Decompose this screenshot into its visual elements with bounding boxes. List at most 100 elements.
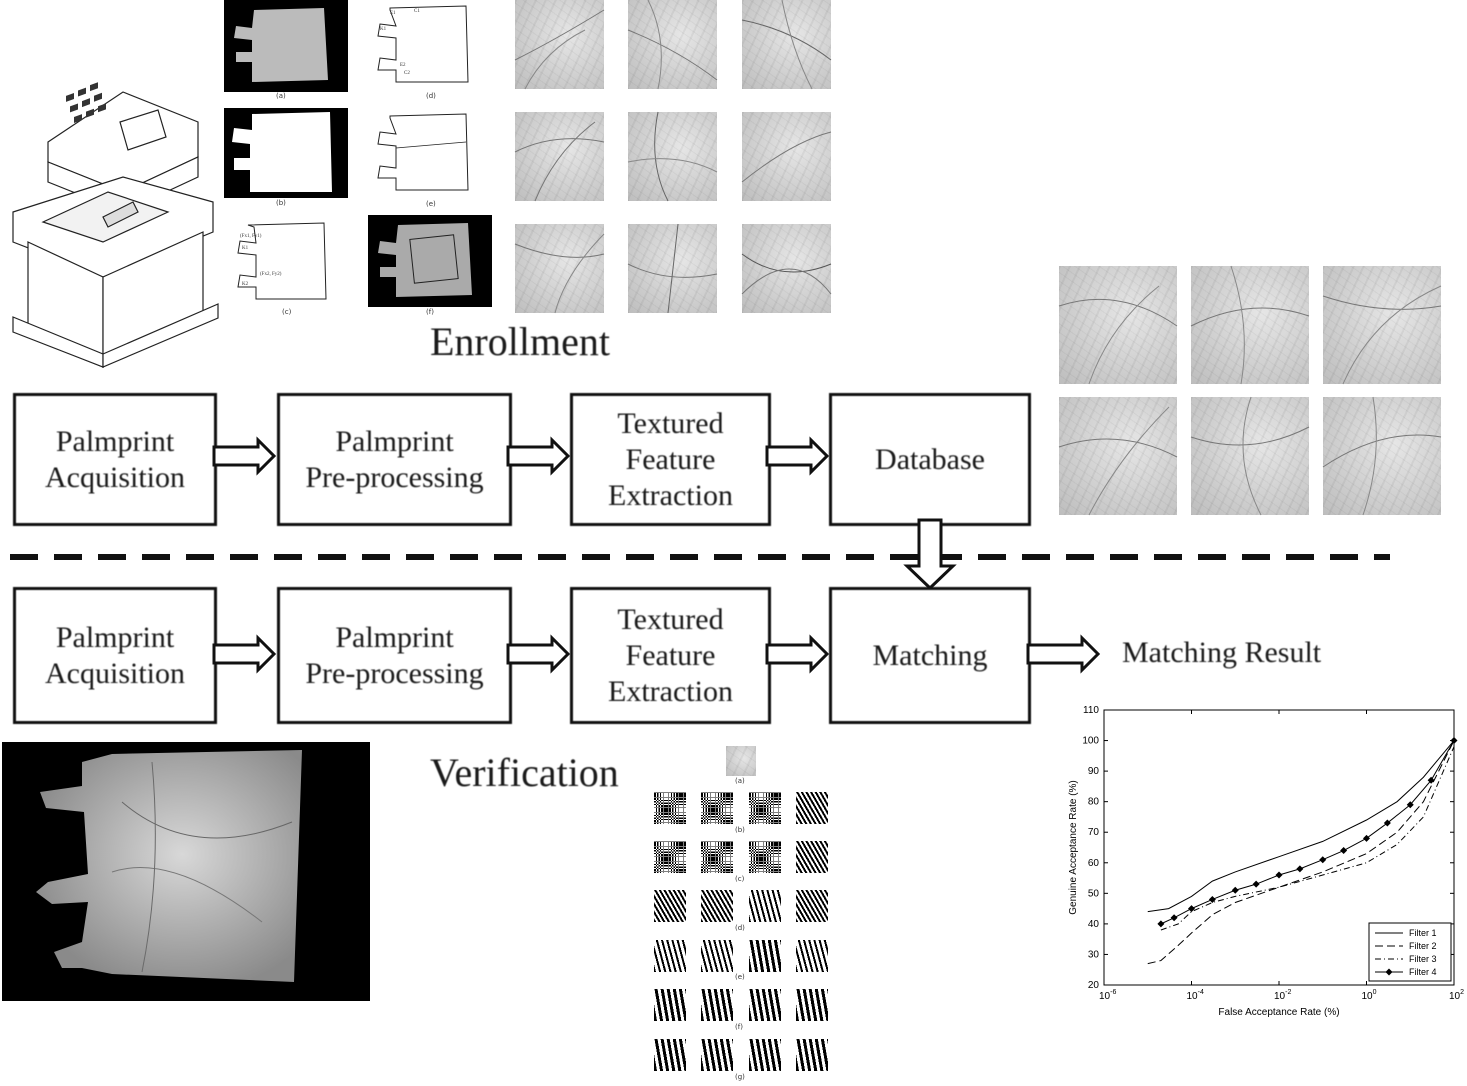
filter-response-c	[749, 841, 781, 873]
x-tick-label: 10-2	[1274, 989, 1291, 1002]
contour-label-d-k1: K1	[380, 27, 387, 32]
box-line: Textured	[617, 602, 724, 636]
preprocess-caption-b: (b)	[276, 199, 286, 207]
box-line: Textured	[617, 406, 724, 440]
legend-label: Filter 2	[1409, 941, 1437, 951]
data-point-filter-4	[1188, 905, 1195, 913]
x-tick-label: 10-6	[1099, 989, 1116, 1002]
flow-arrow-icon	[765, 436, 830, 476]
preprocess-caption-c: (c)	[282, 308, 292, 316]
data-point-filter-4	[1319, 856, 1327, 864]
filter-caption-a: (a)	[735, 777, 745, 785]
contour-label-c-e1: (Fx1, Fy1)	[240, 234, 262, 239]
data-point-filter-4	[1231, 886, 1239, 894]
contour-label-d-e2: E2	[400, 63, 406, 68]
box-line: Acquisition	[45, 656, 185, 690]
preprocess-caption-e: (e)	[426, 200, 436, 208]
enrollment-verification-separator	[10, 554, 1390, 560]
data-point-filter-4	[1170, 914, 1178, 922]
flow-arrow-icon	[506, 634, 571, 674]
box-line: Extraction	[608, 674, 733, 708]
y-tick-label: 40	[1088, 919, 1100, 930]
down-arrow-icon	[903, 518, 957, 591]
enrollment-feature-box: Textured Feature Extraction	[570, 393, 771, 526]
matching-result-label: Matching Result	[1122, 636, 1322, 669]
filter-response-d	[654, 890, 686, 922]
filter-response-f	[749, 989, 781, 1021]
box-line: Database	[875, 442, 985, 476]
filter-response-d	[749, 890, 781, 922]
filter-response-b	[654, 792, 686, 824]
filter-response-d	[796, 890, 828, 922]
box-line: Matching	[872, 638, 988, 672]
x-tick-label: 102	[1449, 989, 1464, 1002]
box-line: Palmprint	[335, 620, 454, 654]
filter-response-e	[654, 940, 686, 972]
filter-response-c	[796, 841, 828, 873]
palm-roi-thumb	[627, 223, 718, 314]
y-tick-label: 30	[1088, 949, 1100, 960]
verification-preprocessing-box: Palmprint Pre-processing	[277, 587, 512, 724]
flow-arrow-icon	[212, 436, 277, 476]
filter-response-b	[701, 792, 733, 824]
palm-roi-thumb	[514, 224, 605, 314]
data-point-filter-4	[1383, 819, 1391, 827]
y-tick-label: 90	[1088, 766, 1100, 777]
filter-caption-c: (c)	[735, 875, 745, 883]
x-tick-label: 10-4	[1187, 989, 1204, 1002]
filter-response-f	[701, 989, 733, 1021]
data-point-filter-4	[1450, 737, 1458, 745]
box-line: Acquisition	[45, 460, 185, 494]
filter-caption-b: (b)	[735, 826, 745, 834]
preprocess-panel-a	[224, 0, 348, 92]
data-point-filter-4	[1275, 871, 1283, 879]
contour-label-d-c2: C2	[404, 71, 410, 76]
palm-roi-thumb	[627, 0, 718, 90]
enrollment-label: Enrollment	[430, 319, 610, 364]
palmprint-device-illustration	[12, 82, 219, 368]
flow-arrow-icon	[212, 634, 277, 674]
enrollment-acquisition-box: Palmprint Acquisition	[13, 393, 217, 526]
legend-marker	[1385, 968, 1393, 976]
filter-caption-d: (d)	[735, 924, 745, 932]
palm-roi-thumb	[1322, 266, 1442, 385]
y-axis-label: Genuine Acceptance Rate (%)	[1068, 780, 1079, 915]
preprocess-panel-d: E1 C1 K1 E2 C2	[370, 0, 470, 90]
palm-roi-thumb	[741, 112, 832, 201]
preprocess-panel-e	[370, 108, 470, 198]
y-tick-label: 80	[1088, 797, 1100, 808]
y-tick-label: 50	[1088, 888, 1100, 899]
filter-response-e	[796, 940, 828, 972]
filter-response-g	[796, 1039, 828, 1071]
palm-roi-thumb	[1058, 266, 1178, 385]
enrollment-preprocessing-box: Palmprint Pre-processing	[277, 393, 512, 526]
palm-roi-thumb	[514, 0, 605, 90]
contour-label-d-e1: E1	[390, 11, 396, 16]
database-box: Database	[829, 393, 1031, 526]
data-point-filter-4	[1363, 834, 1370, 842]
verification-acquisition-box: Palmprint Acquisition	[13, 587, 217, 724]
palm-roi-thumb	[741, 0, 832, 90]
preprocess-caption-f: (f)	[426, 308, 434, 316]
palm-roi-thumb	[1322, 396, 1442, 516]
filter-response-c	[701, 841, 733, 873]
y-tick-label: 110	[1083, 705, 1099, 716]
series-line-filter-2	[1147, 740, 1455, 965]
palm-roi-thumb	[627, 111, 718, 202]
preprocess-caption-a: (a)	[276, 92, 286, 100]
palm-roi-thumb	[1190, 396, 1310, 516]
verification-label: Verification	[430, 750, 619, 795]
filter-caption-g: (g)	[735, 1073, 745, 1081]
filter-caption-e: (e)	[735, 973, 745, 981]
y-tick-label: 20	[1088, 980, 1100, 991]
flow-arrow-icon	[1026, 634, 1101, 674]
filter-response-b	[796, 792, 828, 824]
data-point-filter-4	[1208, 895, 1216, 903]
filter-response-b	[749, 792, 781, 824]
data-point-filter-4	[1340, 847, 1348, 855]
flow-arrow-icon	[506, 436, 571, 476]
preprocess-panel-c: (Fx1, Fy1) (Fx2, Fy2) K1 K2	[226, 215, 350, 307]
palm-image	[2, 742, 370, 1001]
box-line: Palmprint	[335, 424, 454, 458]
